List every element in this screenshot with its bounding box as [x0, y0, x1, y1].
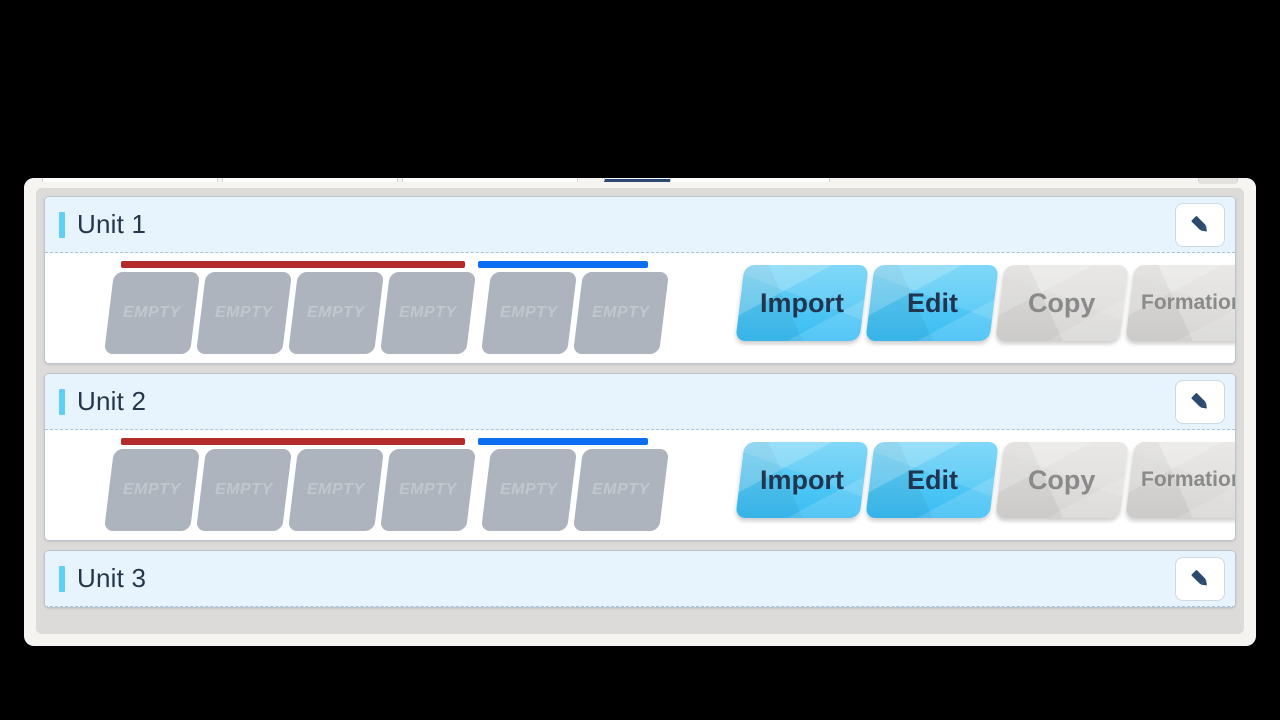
unit-title: Unit 3 [77, 563, 147, 593]
formation-button-label: Formation [1140, 468, 1236, 491]
app-window-frame: Unit 1 EMPTY EMPTY EMPTY EMPTY EMPTY EMPTY Impo… [24, 178, 1256, 646]
unit-accent-bar [59, 388, 65, 415]
unit-slots-area: EMPTY EMPTY EMPTY EMPTY EMPTY EMPTY [103, 438, 687, 531]
unit-body: EMPTY EMPTY EMPTY EMPTY EMPTY EMPTY Import Edit… [45, 430, 1235, 540]
slot-label: EMPTY [592, 304, 650, 321]
pencil-icon [1187, 389, 1213, 415]
tab-5[interactable] [670, 178, 830, 182]
front-row-indicator-bar [121, 261, 465, 268]
unit-edit-button[interactable] [1175, 202, 1225, 247]
front-row-indicator-bar [121, 438, 465, 445]
copy-button-label: Copy [1028, 287, 1096, 318]
unit-actions: Import Edit Copy Formation [735, 265, 1236, 341]
unit-slot[interactable]: EMPTY [572, 272, 670, 354]
edit-button[interactable]: Edit [865, 442, 999, 518]
slot-label: EMPTY [215, 481, 273, 498]
unit-slot[interactable]: EMPTY [103, 272, 201, 354]
import-button-label: Import [760, 464, 844, 495]
slot-label: EMPTY [123, 481, 181, 498]
formation-button[interactable]: Formation [1125, 265, 1236, 341]
unit-slot[interactable]: EMPTY [287, 272, 385, 354]
formation-button[interactable]: Formation [1125, 442, 1236, 518]
unit-accent-bar [59, 211, 65, 238]
slot-label: EMPTY [215, 304, 273, 321]
unit-slot[interactable]: EMPTY [195, 449, 293, 531]
unit-header: Unit 2 [45, 374, 1235, 430]
tab-strip [24, 178, 1256, 188]
unit-slots-area: EMPTY EMPTY EMPTY EMPTY EMPTY EMPTY [103, 261, 687, 354]
slot-label: EMPTY [500, 481, 558, 498]
import-button[interactable]: Import [735, 265, 869, 341]
unit-slot[interactable]: EMPTY [287, 449, 385, 531]
slot-label: EMPTY [307, 481, 365, 498]
unit-list-panel[interactable]: Unit 1 EMPTY EMPTY EMPTY EMPTY EMPTY EMPTY Impo… [36, 188, 1244, 634]
unit-body: EMPTY EMPTY EMPTY EMPTY EMPTY EMPTY Import Edit… [45, 253, 1235, 363]
pencil-icon [1187, 566, 1213, 592]
copy-button[interactable]: Copy [995, 442, 1129, 518]
unit-card[interactable]: Unit 1 EMPTY EMPTY EMPTY EMPTY EMPTY EMPTY Impo… [44, 196, 1236, 364]
unit-header: Unit 1 [45, 197, 1235, 253]
unit-slot[interactable]: EMPTY [103, 449, 201, 531]
tab-1[interactable] [42, 178, 218, 182]
slot-label: EMPTY [500, 304, 558, 321]
import-button-label: Import [760, 287, 844, 318]
unit-header: Unit 3 [45, 551, 1235, 607]
unit-slot[interactable]: EMPTY [480, 449, 578, 531]
window-control-button[interactable] [1198, 178, 1238, 184]
slot-label: EMPTY [123, 304, 181, 321]
slot-row: EMPTY EMPTY EMPTY EMPTY EMPTY EMPTY [103, 449, 687, 531]
back-row-indicator-bar [478, 438, 648, 445]
unit-slot[interactable]: EMPTY [379, 449, 477, 531]
unit-slot[interactable]: EMPTY [379, 272, 477, 354]
unit-title: Unit 1 [77, 209, 147, 239]
unit-edit-button[interactable] [1175, 556, 1225, 601]
unit-accent-bar [59, 565, 65, 592]
unit-slot[interactable]: EMPTY [572, 449, 670, 531]
slot-label: EMPTY [399, 304, 457, 321]
copy-button[interactable]: Copy [995, 265, 1129, 341]
edit-button[interactable]: Edit [865, 265, 999, 341]
unit-card[interactable]: Unit 2 EMPTY EMPTY EMPTY EMPTY EMPTY EMPTY Impo… [44, 373, 1236, 541]
edit-button-label: Edit [906, 464, 958, 495]
unit-slot[interactable]: EMPTY [195, 272, 293, 354]
unit-edit-button[interactable] [1175, 379, 1225, 424]
bar-separator [465, 261, 478, 268]
unit-actions: Import Edit Copy Formation [735, 442, 1236, 518]
unit-title: Unit 2 [77, 386, 147, 416]
tab-3[interactable] [402, 178, 578, 182]
unit-slot[interactable]: EMPTY [480, 272, 578, 354]
tab-2[interactable] [222, 178, 398, 182]
slot-label: EMPTY [399, 481, 457, 498]
pencil-icon [1187, 212, 1213, 238]
slot-label: EMPTY [307, 304, 365, 321]
back-row-indicator-bar [478, 261, 648, 268]
import-button[interactable]: Import [735, 442, 869, 518]
formation-button-label: Formation [1140, 291, 1236, 314]
edit-button-label: Edit [906, 287, 958, 318]
slot-label: EMPTY [592, 481, 650, 498]
row-indicator-bars [109, 261, 687, 268]
unit-card[interactable]: Unit 3 [44, 550, 1236, 608]
row-indicator-bars [109, 438, 687, 445]
slot-row: EMPTY EMPTY EMPTY EMPTY EMPTY EMPTY [103, 272, 687, 354]
bar-separator [465, 438, 478, 445]
copy-button-label: Copy [1028, 464, 1096, 495]
